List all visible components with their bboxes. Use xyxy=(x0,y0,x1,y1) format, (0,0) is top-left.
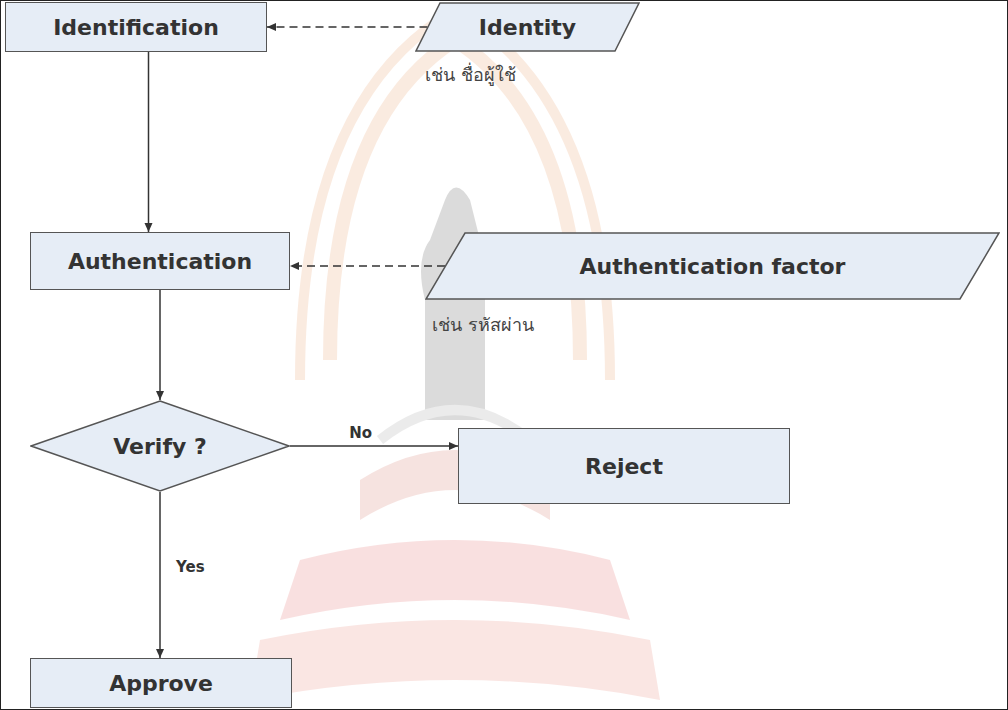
flow-arrow xyxy=(148,52,150,232)
decision-diamond: Verify ? xyxy=(30,400,290,492)
node-text: Identity xyxy=(479,15,576,40)
process-box: Identification xyxy=(5,2,267,52)
node-text: Authentication xyxy=(68,249,252,274)
node-text: Verify ? xyxy=(113,434,206,459)
process-box: Authentication xyxy=(30,232,290,290)
process-box: Approve xyxy=(30,658,292,708)
shape-outline xyxy=(426,233,999,299)
node-text: Approve xyxy=(109,671,213,696)
flow-arrow xyxy=(159,290,161,400)
process-box: Reject xyxy=(458,428,790,504)
node-text: Identification xyxy=(53,15,219,40)
shape-outline xyxy=(31,401,289,491)
dashed-connector xyxy=(267,26,428,28)
input-parallelogram: Authentication factor xyxy=(425,232,1000,300)
edge-label: No xyxy=(349,424,372,442)
dashed-connector xyxy=(290,265,445,267)
watermark-logo xyxy=(250,10,660,700)
edge-label: Yes xyxy=(176,558,205,576)
input-parallelogram: Identity xyxy=(415,2,640,52)
example-note: เช่น รหัสผ่าน xyxy=(432,310,534,339)
flow-arrow xyxy=(159,492,161,658)
flow-arrow xyxy=(290,445,458,447)
node-text: Reject xyxy=(585,454,663,479)
shape-outline xyxy=(416,3,639,51)
node-text: Authentication factor xyxy=(580,254,846,279)
example-note: เช่น ชื่อผู้ใช้ xyxy=(425,60,516,89)
